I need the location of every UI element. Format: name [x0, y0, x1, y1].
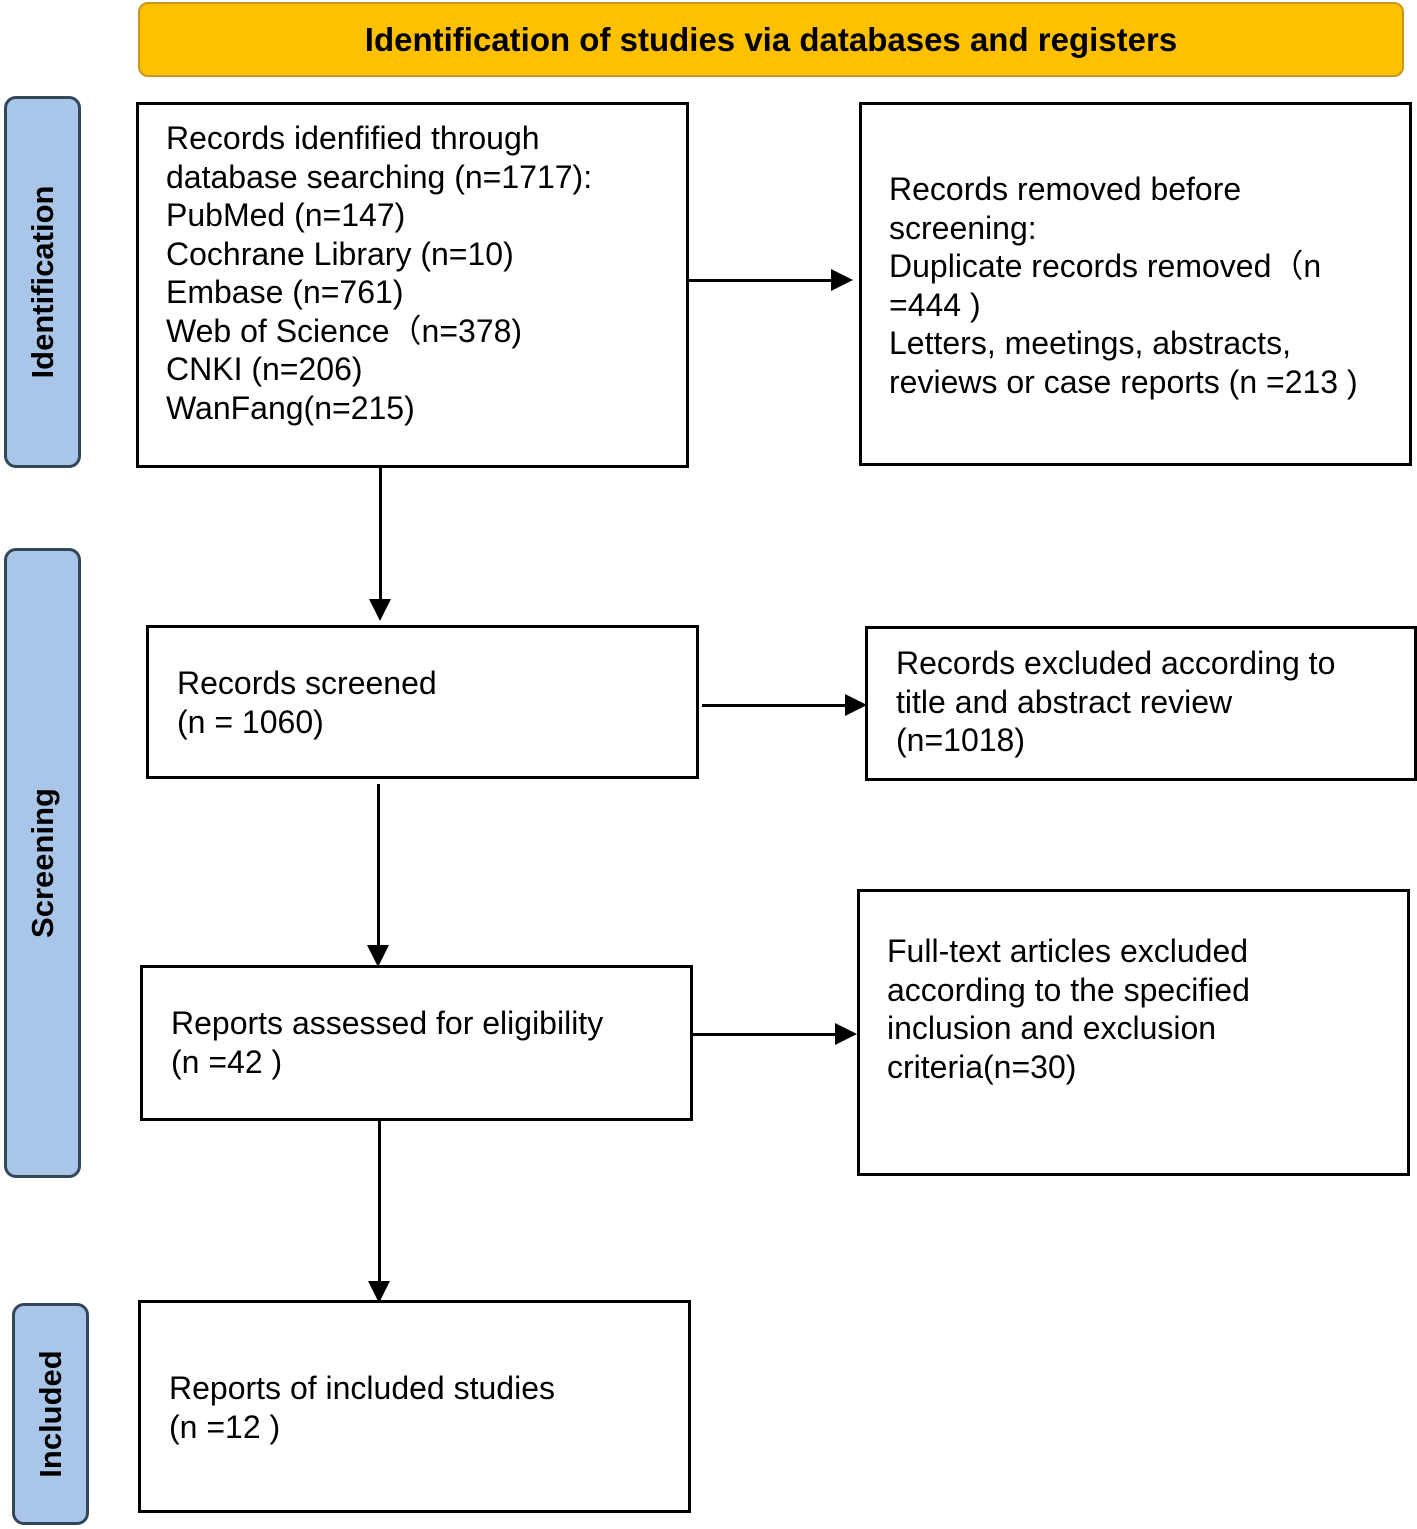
stage-screening: Screening: [4, 548, 81, 1178]
arrowhead-identified-to-screened: [369, 599, 391, 621]
stage-identification: Identification: [4, 96, 81, 468]
arrowhead-screened-to-assessed: [367, 945, 389, 967]
box-reports-included-text: Reports of included studies (n =12 ): [169, 1370, 555, 1445]
box-records-identified-text: Records idenfified through database sear…: [166, 120, 593, 426]
arrowhead-screened-to-excluded: [845, 694, 867, 716]
box-records-excluded-text: Records excluded according to title and …: [896, 645, 1336, 758]
stage-included: Included: [12, 1303, 89, 1525]
box-records-removed-text: Records removed before screening: Duplic…: [889, 171, 1358, 400]
arrow-assessed-to-fulltext-excluded: [693, 1033, 835, 1036]
box-reports-included: Reports of included studies (n =12 ): [138, 1300, 691, 1513]
arrow-assessed-to-included: [378, 1121, 381, 1282]
arrowhead-assessed-to-included: [368, 1281, 390, 1303]
arrow-identified-to-screened: [379, 468, 382, 600]
box-fulltext-excluded: Full-text articles excluded according to…: [857, 889, 1410, 1176]
stage-identification-label: Identification: [24, 185, 60, 379]
box-records-excluded: Records excluded according to title and …: [865, 626, 1417, 781]
box-fulltext-excluded-text: Full-text articles excluded according to…: [887, 933, 1250, 1085]
stage-included-label: Included: [32, 1350, 68, 1478]
box-records-removed: Records removed before screening: Duplic…: [859, 102, 1412, 466]
arrowhead-identified-to-removed: [831, 269, 853, 291]
box-reports-assessed-text: Reports assessed for eligibility (n =42 …: [171, 1005, 604, 1080]
stage-screening-label: Screening: [24, 788, 60, 938]
box-records-screened-text: Records screened (n = 1060): [177, 665, 437, 740]
header-title: Identification of studies via databases …: [364, 20, 1178, 58]
arrow-identified-to-removed: [689, 279, 831, 282]
box-records-screened: Records screened (n = 1060): [146, 625, 699, 779]
header-banner: Identification of studies via databases …: [138, 2, 1404, 77]
box-records-identified: Records idenfified through database sear…: [136, 102, 689, 468]
arrowhead-assessed-to-fulltext-excluded: [835, 1023, 857, 1045]
arrow-screened-to-assessed: [377, 784, 380, 946]
box-reports-assessed: Reports assessed for eligibility (n =42 …: [140, 965, 693, 1121]
arrow-screened-to-excluded: [702, 704, 845, 707]
